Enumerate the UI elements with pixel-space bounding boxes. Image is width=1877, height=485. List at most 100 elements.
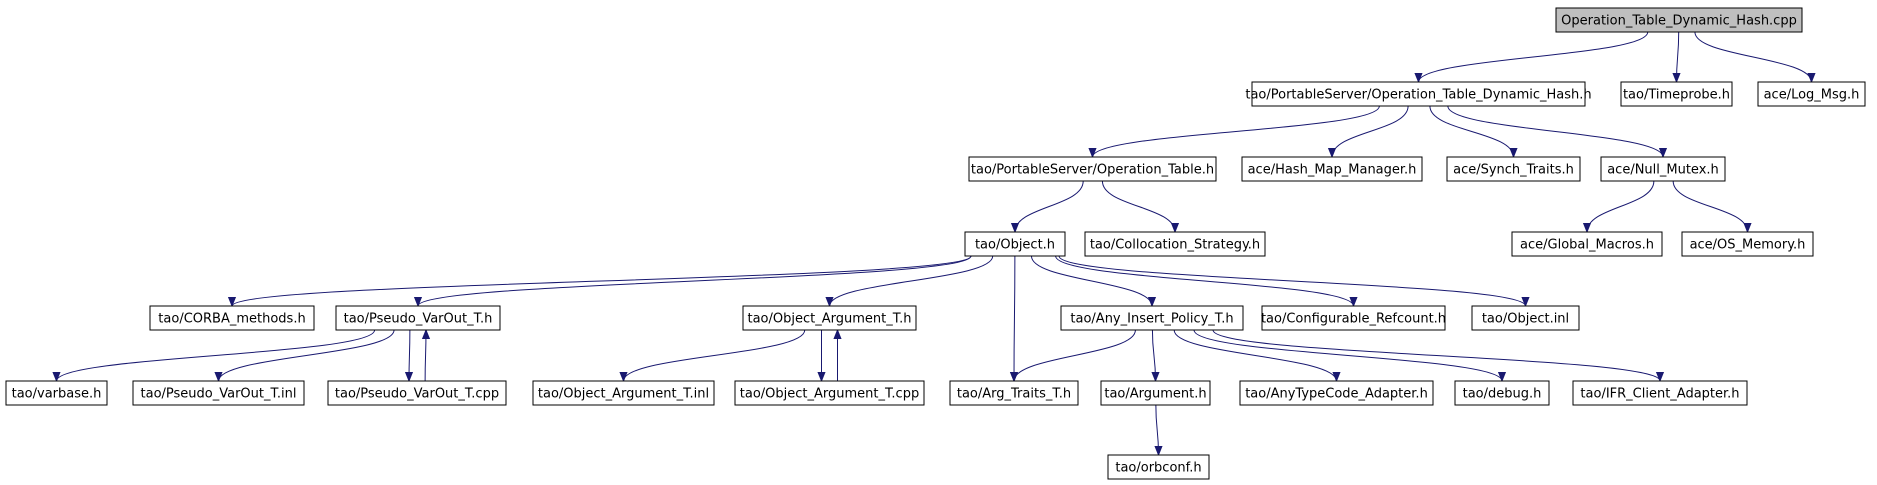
node-box	[964, 231, 1066, 257]
edge-object-h-to-configref	[1055, 255, 1354, 307]
node-label: tao/PortableServer/Operation_Table_Dynam…	[1245, 88, 1591, 103]
node-orbconf[interactable]: tao/orbconf.h	[1107, 454, 1210, 480]
edge-object-h-to-anyins	[1030, 255, 1152, 307]
node-box	[1454, 380, 1550, 406]
edge-object-h-to-argtraits	[1014, 255, 1015, 381]
edge-root-to-logmsg	[1694, 31, 1812, 83]
node-object-h[interactable]: tao/Object.h	[964, 231, 1066, 257]
node-anyins[interactable]: tao/Any_Insert_Policy_T.h	[1060, 305, 1244, 331]
edge-otdh-h-to-hashmap	[1332, 105, 1409, 158]
node-box	[149, 305, 315, 331]
node-box	[1060, 305, 1244, 331]
edge-pseudo-h-to-pseudo-cpp	[409, 329, 410, 381]
node-nullmutex[interactable]: ace/Null_Mutex.h	[1600, 156, 1726, 182]
node-label: tao/CORBA_methods.h	[158, 312, 305, 327]
node-label: tao/Pseudo_VarOut_T.h	[344, 312, 493, 327]
node-hashmap[interactable]: ace/Hash_Map_Manager.h	[1241, 156, 1423, 182]
node-osmemory[interactable]: ace/OS_Memory.h	[1681, 231, 1814, 257]
node-box	[335, 305, 501, 331]
edge-root-to-timeprobe	[1677, 31, 1679, 82]
node-box	[968, 156, 1217, 182]
node-objarg-h[interactable]: tao/Object_Argument_T.h	[742, 305, 917, 331]
node-box	[132, 380, 305, 406]
edge-object-h-to-object-inl	[1058, 255, 1526, 307]
node-corba-methods[interactable]: tao/CORBA_methods.h	[149, 305, 315, 331]
node-label: tao/orbconf.h	[1115, 461, 1201, 476]
nodes-layer: Operation_Table_Dynamic_Hash.cpp tao/Port…	[5, 7, 1866, 480]
node-argtraits[interactable]: tao/Arg_Traits_T.h	[949, 380, 1079, 406]
node-box	[1446, 156, 1581, 182]
node-globalmacros[interactable]: ace/Global_Macros.h	[1511, 231, 1663, 257]
node-ifr[interactable]: tao/IFR_Client_Adapter.h	[1572, 380, 1748, 406]
node-box	[1681, 231, 1814, 257]
node-box	[1555, 7, 1803, 33]
edge-anyins-to-ifr	[1212, 329, 1660, 382]
node-box	[1511, 231, 1663, 257]
node-box	[532, 380, 715, 406]
node-debug[interactable]: tao/debug.h	[1454, 380, 1550, 406]
node-anytc[interactable]: tao/AnyTypeCode_Adapter.h	[1239, 380, 1434, 406]
edge-root-to-otdh-h	[1419, 31, 1649, 83]
node-objarg-cpp[interactable]: tao/Object_Argument_T.cpp	[734, 380, 925, 406]
node-object-inl[interactable]: tao/Object.inl	[1471, 305, 1580, 331]
node-box	[1757, 81, 1866, 107]
node-pseudo-h[interactable]: tao/Pseudo_VarOut_T.h	[335, 305, 501, 331]
node-label: tao/debug.h	[1463, 387, 1542, 402]
edge-otdh-h-to-synch	[1429, 105, 1514, 158]
node-varbase[interactable]: tao/varbase.h	[5, 380, 108, 406]
edge-anyins-to-argument	[1152, 329, 1155, 381]
edge-object-h-to-objarg-h	[830, 255, 994, 307]
node-label: ace/Global_Macros.h	[1520, 238, 1654, 253]
node-label: tao/Configurable_Refcount.h	[1261, 312, 1446, 327]
node-box	[1251, 81, 1586, 107]
edge-object-h-to-corba-methods	[232, 255, 972, 307]
node-label: tao/Any_Insert_Policy_T.h	[1070, 312, 1233, 327]
node-timeprobe[interactable]: tao/Timeprobe.h	[1620, 81, 1733, 107]
node-box	[742, 305, 917, 331]
node-otdh-h[interactable]: tao/PortableServer/Operation_Table_Dynam…	[1245, 81, 1592, 107]
node-label: tao/AnyTypeCode_Adapter.h	[1245, 387, 1428, 402]
edge-pseudo-cpp-to-pseudo-h	[425, 330, 426, 382]
node-label: tao/Object.h	[975, 238, 1055, 253]
edge-objarg-h-to-objarg-inl	[624, 329, 806, 382]
node-box	[5, 380, 108, 406]
node-configref[interactable]: tao/Configurable_Refcount.h	[1261, 305, 1446, 331]
edge-anyins-to-anytc	[1173, 329, 1336, 382]
edge-otdh-h-to-nullmutex	[1447, 105, 1663, 158]
node-logmsg[interactable]: ace/Log_Msg.h	[1757, 81, 1866, 107]
node-label: tao/Object_Argument_T.h	[747, 312, 911, 327]
node-label: tao/Collocation_Strategy.h	[1090, 238, 1260, 253]
node-label: tao/PortableServer/Operation_Table.h	[971, 163, 1214, 178]
node-box	[949, 380, 1079, 406]
edge-optable-to-object-h	[1015, 180, 1084, 233]
node-box	[1600, 156, 1726, 182]
node-label: ace/Null_Mutex.h	[1607, 163, 1719, 178]
node-label: tao/Argument.h	[1104, 387, 1206, 402]
edge-pseudo-h-to-pseudo-inl	[219, 329, 395, 382]
node-argument[interactable]: tao/Argument.h	[1100, 380, 1211, 406]
node-box	[1241, 156, 1423, 182]
node-box	[1107, 454, 1210, 480]
edges-layer	[57, 31, 1812, 455]
node-label: tao/varbase.h	[12, 387, 102, 402]
node-optable[interactable]: tao/PortableServer/Operation_Table.h	[968, 156, 1217, 182]
edge-optable-to-colloc	[1101, 180, 1175, 233]
edge-anyins-to-debug	[1193, 329, 1502, 382]
node-box	[734, 380, 925, 406]
node-colloc[interactable]: tao/Collocation_Strategy.h	[1084, 231, 1266, 257]
node-box	[1471, 305, 1580, 331]
node-label: ace/Synch_Traits.h	[1453, 163, 1574, 178]
node-label: tao/Pseudo_VarOut_T.cpp	[335, 387, 499, 402]
node-synch[interactable]: ace/Synch_Traits.h	[1446, 156, 1581, 182]
edge-pseudo-h-to-varbase	[57, 329, 376, 382]
node-pseudo-inl[interactable]: tao/Pseudo_VarOut_T.inl	[132, 380, 305, 406]
edge-nullmutex-to-globalmacros	[1587, 180, 1655, 233]
node-box	[1572, 380, 1748, 406]
node-objarg-inl[interactable]: tao/Object_Argument_T.inl	[532, 380, 715, 406]
node-pseudo-cpp[interactable]: tao/Pseudo_VarOut_T.cpp	[327, 380, 507, 406]
node-root[interactable]: Operation_Table_Dynamic_Hash.cpp	[1555, 7, 1803, 33]
node-label: tao/IFR_Client_Adapter.h	[1580, 387, 1739, 402]
node-label: tao/Object_Argument_T.cpp	[740, 387, 919, 402]
edge-anyins-to-argtraits	[1014, 329, 1136, 382]
